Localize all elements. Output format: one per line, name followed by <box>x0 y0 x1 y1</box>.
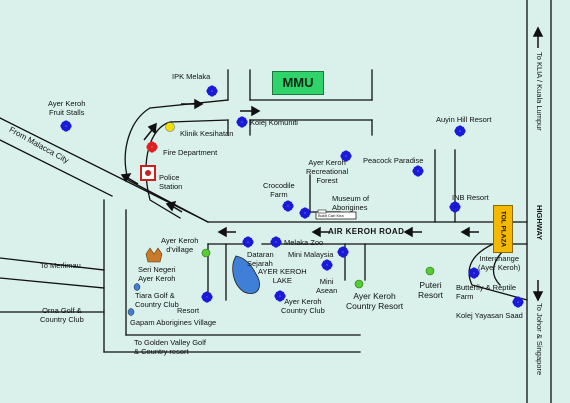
highway-label: HIGHWAY <box>535 205 544 241</box>
to-merlimau-label: To Merlimau <box>40 261 81 270</box>
to-golden-valley-label: To Golden Valley Golf & Country resort <box>134 338 206 356</box>
to-johor-label: To Johor & Singapore <box>535 303 544 376</box>
kolej-yayasan-saad-label: Kolej Yayasan Saad <box>456 311 523 320</box>
police-station-label: Police Station <box>159 173 183 191</box>
tiara-golf-label: Tiara Golf & Country Club <box>135 291 179 309</box>
mini-asean-label: Mini Asean <box>316 277 338 295</box>
to-klia-label: To KLIA / Kuala Lumpur <box>535 52 544 131</box>
kolej-komuniti-label: Kolej Komuniti <box>250 118 298 127</box>
peacock-paradise-label: Peacock Paradise <box>363 156 424 165</box>
country-resort-label: Ayer Keroh Country Resort <box>346 291 404 311</box>
dataran-sejarah-label: Dataran Sejarah <box>247 250 274 268</box>
d-village-label: Ayer Keroh d'village <box>161 236 199 254</box>
air-keroh-road-label: AIR KEROH ROAD <box>328 227 405 236</box>
fire-department-label: Fire Department <box>163 148 218 157</box>
gapam-village-label: Gapam Aborigines Village <box>130 318 217 327</box>
auyin-hill-resort-label: Auyin Hill Resort <box>436 115 492 124</box>
melaka-zoo-label: Melaka Zoo <box>284 238 324 247</box>
mmu-box[interactable]: MMU <box>272 71 324 95</box>
resort-label: Resort <box>177 306 200 315</box>
inb-resort-label: INB Resort <box>452 193 489 202</box>
interchange-label: Interchange (Ayer Keroh) <box>478 254 521 272</box>
recreational-forest-label: Ayer Keroh Recreational Forest <box>306 158 349 185</box>
bukit-cari-kira-label: Bukit Cari Kira <box>318 213 344 218</box>
seri-negeri-label: Seri Negeri Ayer Keroh <box>138 265 176 283</box>
museum-of-aborigines-label: Museum of Aborigines <box>332 194 370 212</box>
klinik-kesihatan-label: Klinik Kesihatan <box>180 129 234 138</box>
ayer-keroh-lake-label: AYER KEROH LAKE <box>258 267 307 285</box>
toll-plaza: TOL PLAZA <box>493 205 513 253</box>
crocodile-farm-label: Crocodile Farm <box>263 181 295 199</box>
fruit-stalls-label: Ayer Keroh Fruit Stalls <box>48 99 86 117</box>
puteri-resort-label: Puteri Resort <box>418 280 444 300</box>
butterfly-farm-label: Butterfly & Reptile Farm <box>456 283 517 301</box>
country-club-label: Ayer Keroh Country Club <box>281 297 325 315</box>
orna-golf-label: Orna Golf & Country Club <box>40 306 84 324</box>
toll-plaza-label: TOL PLAZA <box>499 210 507 248</box>
ipk-melaka-label: IPK Melaka <box>172 72 211 81</box>
mini-malaysia-label: Mini Malaysia <box>288 250 334 259</box>
